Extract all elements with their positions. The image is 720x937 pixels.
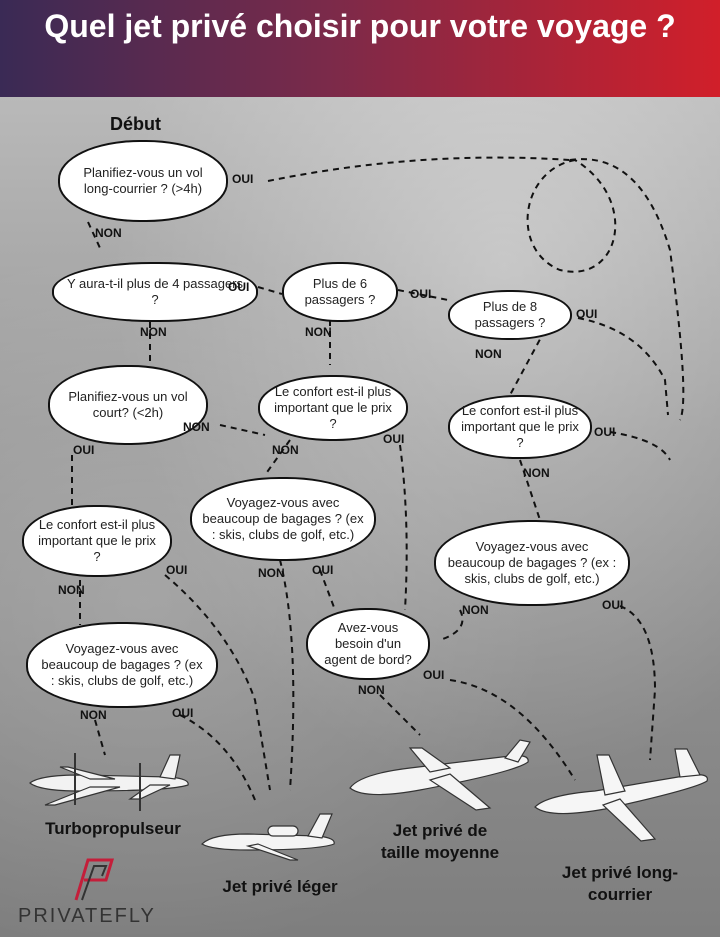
connector bbox=[577, 317, 669, 416]
question-more-than-6: Plus de 6 passagers ? bbox=[282, 262, 398, 322]
label-yes: OUI bbox=[166, 563, 188, 577]
connector bbox=[164, 574, 271, 791]
label-yes: OUI bbox=[232, 172, 254, 186]
label-no: NON bbox=[140, 325, 167, 339]
label-no: NON bbox=[475, 347, 502, 361]
question-comfort-mid: Le confort est-il plus important que le … bbox=[258, 375, 408, 441]
midsize-jet-image bbox=[349, 739, 531, 811]
connector bbox=[319, 569, 336, 611]
long-range-jet-image bbox=[534, 748, 708, 842]
label-no: NON bbox=[58, 583, 85, 597]
label-yes: OUI bbox=[172, 706, 194, 720]
dest-turboprop: Turbopropulseur bbox=[45, 819, 181, 838]
label-no: NON bbox=[462, 603, 489, 617]
connector bbox=[609, 431, 671, 461]
label-no: NON bbox=[80, 708, 107, 722]
privatefly-logo-icon bbox=[74, 858, 115, 901]
label-yes: OUI bbox=[410, 287, 432, 301]
connector bbox=[219, 424, 266, 436]
question-long-haul: Planifiez-vous un vol long-courrier ? (>… bbox=[58, 140, 228, 222]
question-baggage-long: Voyagez-vous avec beaucoup de bagages ? … bbox=[434, 520, 630, 606]
turboprop-plane-image bbox=[29, 753, 189, 811]
question-short-flight: Planifiez-vous un vol court? (<2h) bbox=[48, 365, 208, 445]
label-no: NON bbox=[305, 325, 332, 339]
question-comfort-long: Le confort est-il plus important que le … bbox=[448, 395, 592, 459]
header-banner: Quel jet privé choisir pour votre voyage… bbox=[0, 0, 720, 97]
label-yes: OUI bbox=[73, 443, 95, 457]
connector bbox=[449, 679, 576, 781]
label-yes: OUI bbox=[423, 668, 445, 682]
label-no: NON bbox=[95, 226, 122, 240]
connector bbox=[264, 439, 291, 476]
label-yes: OUI bbox=[602, 598, 624, 612]
label-yes: OUI bbox=[228, 280, 250, 294]
connector bbox=[179, 714, 256, 801]
page-title: Quel jet privé choisir pour votre voyage… bbox=[44, 8, 676, 44]
light-jet-image bbox=[201, 813, 335, 861]
dest-light-jet: Jet privé léger bbox=[222, 877, 338, 896]
label-no: NON bbox=[258, 566, 285, 580]
connector bbox=[619, 605, 657, 761]
connector bbox=[87, 221, 101, 249]
question-more-than-4: Y aura-t-il plus de 4 passagers ? bbox=[52, 262, 258, 322]
dest-midsize-jet: Jet privé de taille moyenne bbox=[380, 821, 500, 862]
connector bbox=[279, 559, 295, 791]
label-no: NON bbox=[358, 683, 385, 697]
connector bbox=[509, 329, 546, 396]
brand-name: PRIVATEFLY bbox=[18, 905, 156, 927]
connector bbox=[526, 159, 617, 273]
label-yes: OUI bbox=[594, 425, 616, 439]
question-flight-attendant: Avez-vous besoin d'un agent de bord? bbox=[306, 608, 430, 680]
connector bbox=[397, 289, 449, 301]
question-baggage-short: Voyagez-vous avec beaucoup de bagages ? … bbox=[26, 622, 218, 708]
question-more-than-8: Plus de 8 passagers ? bbox=[448, 290, 572, 340]
label-yes: OUI bbox=[576, 307, 598, 321]
label-no: NON bbox=[523, 466, 550, 480]
connector bbox=[569, 158, 685, 421]
start-label: Début bbox=[110, 114, 161, 134]
label-no: NON bbox=[272, 443, 299, 457]
label-no: NON bbox=[183, 420, 210, 434]
question-baggage-mid: Voyagez-vous avec beaucoup de bagages ? … bbox=[190, 477, 376, 561]
connector bbox=[257, 286, 283, 295]
question-comfort-short: Le confort est-il plus important que le … bbox=[22, 505, 172, 577]
label-yes: OUI bbox=[312, 563, 334, 577]
connector bbox=[399, 444, 408, 611]
connector bbox=[379, 694, 421, 736]
connector bbox=[439, 609, 464, 641]
dest-long-range-jet: Jet privé long-courrier bbox=[561, 863, 679, 904]
label-yes: OUI bbox=[383, 432, 405, 446]
connector bbox=[267, 156, 571, 182]
